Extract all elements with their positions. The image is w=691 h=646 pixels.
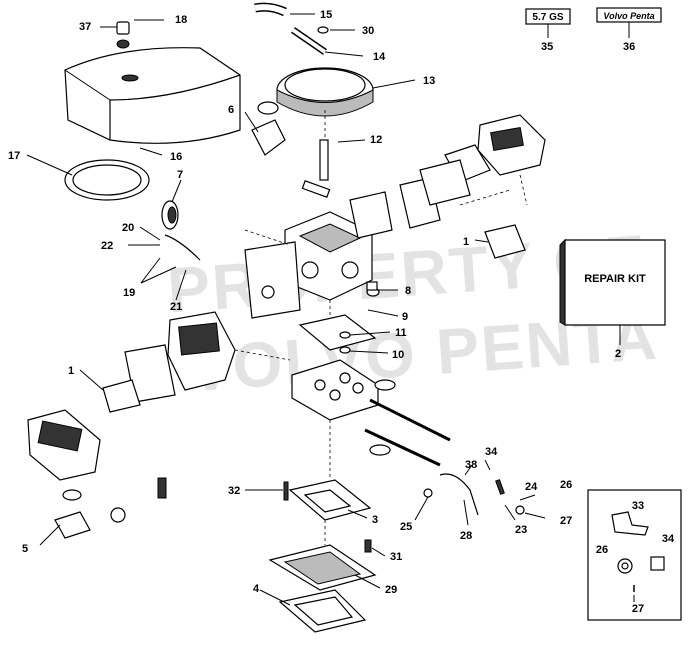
callout-24: 24: [525, 481, 538, 493]
engine-code-text: 5.7 GS: [532, 12, 563, 23]
callout-18: 18: [175, 14, 187, 26]
callout-26: 26: [560, 479, 572, 491]
callout-19: 19: [123, 287, 135, 299]
inset-callout-34: 34: [662, 533, 675, 545]
callout-35: 35: [541, 41, 553, 53]
callout-32: 32: [228, 485, 240, 497]
callout-22: 22: [101, 240, 113, 252]
callout-1-upper: 1: [463, 236, 469, 248]
callout-25: 25: [400, 521, 412, 533]
cover-nut: [116, 21, 130, 49]
air-cleaner-stud: [301, 139, 331, 198]
carburetor-main-body: [284, 211, 373, 301]
callout-36: 36: [623, 41, 635, 53]
callouts: 18 37 15 30 14 13 6 12 16 17 7 20 22 19 …: [8, 9, 635, 596]
callout-12: 12: [370, 134, 382, 146]
spacer-gasket: [278, 589, 367, 633]
callout-34: 34: [485, 446, 498, 458]
metering-plate-left: [244, 241, 301, 319]
callout-6: 6: [228, 104, 234, 116]
callout-38: 38: [465, 459, 477, 471]
throttle-gasket: [298, 314, 377, 351]
secondary-diaphragm-housing: [484, 224, 526, 259]
fuel-bowl-upper: [477, 114, 546, 176]
repair-kit-box: REPAIR KIT: [559, 238, 666, 345]
throttle-body: [291, 359, 379, 421]
small-hardware: [54, 234, 525, 553]
callout-14: 14: [373, 51, 386, 63]
callout-5: 5: [22, 543, 28, 555]
callout-11: 11: [395, 327, 407, 339]
brand-text: Volvo Penta: [603, 11, 654, 21]
gasket-ring: [64, 159, 150, 201]
callout-10: 10: [392, 349, 404, 361]
callout-28: 28: [460, 530, 472, 542]
callout-20: 20: [122, 222, 134, 234]
flame-arrestor-cover: [64, 47, 241, 144]
callout-17: 17: [8, 150, 20, 162]
gasket-plate-upper: [349, 159, 471, 239]
base-gasket: [288, 479, 372, 521]
inset-callout-33: 33: [632, 500, 644, 512]
callout-3: 3: [372, 514, 378, 526]
inset-detail-box: 33 34 26 27: [587, 489, 682, 621]
callout-37: 37: [79, 21, 91, 33]
brand-badge: Volvo Penta: [596, 7, 662, 38]
callout-1-lower: 1: [68, 365, 74, 377]
callout-16: 16: [170, 151, 182, 163]
callout-4: 4: [253, 583, 260, 595]
throttle-shafts: [364, 379, 451, 467]
fuel-bowl-left: [167, 311, 236, 391]
callout-23: 23: [515, 524, 527, 536]
inset-callout-26: 26: [596, 544, 608, 556]
callout-31: 31: [390, 551, 402, 563]
callout-21: 21: [170, 301, 182, 313]
accelerator-pump-housing: [27, 409, 101, 481]
washer: [317, 26, 329, 34]
inset-callout-27: 27: [632, 603, 644, 615]
repair-kit-label: REPAIR KIT: [584, 273, 646, 285]
callout-2: 2: [615, 348, 621, 360]
flame-arrestor: [276, 67, 374, 117]
spacer-plate: [268, 544, 377, 591]
callout-8: 8: [405, 285, 411, 297]
callout-13: 13: [423, 75, 435, 87]
callout-7: 7: [177, 169, 183, 181]
leader-lines: [26, 13, 546, 606]
seal: [161, 200, 179, 230]
vent-hose: [254, 2, 327, 55]
choke-thermostat: [251, 101, 286, 156]
dashed-alignment-lines: [234, 110, 528, 545]
engine-code-badge: 5.7 GS: [525, 8, 571, 38]
callout-29: 29: [385, 584, 397, 596]
callout-15: 15: [320, 9, 332, 21]
callout-27: 27: [560, 515, 572, 527]
callout-9: 9: [402, 311, 408, 323]
callout-30: 30: [362, 25, 374, 37]
primary-diaphragm-cover: [102, 379, 141, 413]
